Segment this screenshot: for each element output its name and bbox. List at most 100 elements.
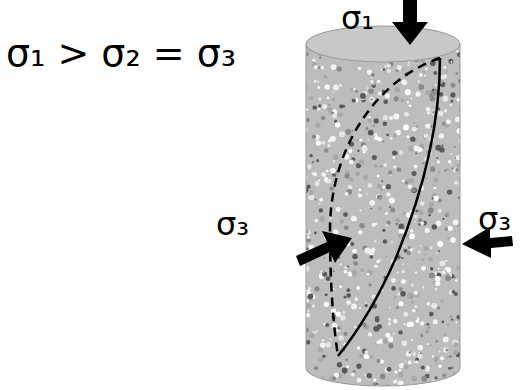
grain-speck — [386, 333, 391, 338]
grain-speck — [322, 271, 325, 274]
grain-speck — [459, 139, 463, 143]
grain-speck — [445, 260, 447, 262]
grain-speck — [462, 177, 467, 182]
grain-speck — [374, 264, 378, 268]
grain-speck — [427, 302, 431, 306]
grain-speck — [456, 32, 461, 37]
grain-speck — [450, 104, 452, 106]
grain-speck — [450, 26, 456, 32]
grain-speck — [364, 350, 368, 354]
grain-speck — [315, 219, 318, 222]
grain-speck — [299, 360, 302, 363]
grain-speck — [306, 304, 311, 309]
grain-speck — [422, 286, 424, 288]
grain-speck — [455, 72, 458, 75]
grain-speck — [432, 87, 434, 89]
grain-speck — [387, 69, 391, 73]
grain-speck — [448, 383, 452, 387]
grain-speck — [402, 341, 408, 347]
fracture-back — [330, 58, 440, 356]
grain-speck — [314, 25, 317, 28]
grain-speck — [437, 306, 440, 309]
grain-speck — [421, 365, 425, 369]
grain-speck — [398, 224, 404, 230]
grain-speck — [339, 84, 342, 87]
grain-speck — [310, 23, 314, 27]
grain-speck — [356, 286, 360, 290]
grain-speck — [358, 193, 363, 198]
grain-speck — [400, 291, 406, 297]
grain-speck — [401, 279, 406, 284]
grain-speck — [393, 319, 397, 323]
grain-speck — [337, 114, 340, 117]
grain-speck — [402, 263, 404, 265]
grain-speck — [404, 245, 406, 247]
grain-speck — [309, 333, 315, 339]
grain-speck — [455, 279, 457, 281]
grain-speck — [433, 184, 435, 186]
grain-speck — [401, 79, 407, 85]
grain-speck — [408, 246, 411, 249]
grain-speck — [447, 189, 452, 194]
grain-speck — [301, 146, 303, 148]
grain-speck — [432, 89, 434, 91]
grain-speck — [302, 37, 306, 41]
grain-speck — [407, 293, 412, 298]
grain-speck — [462, 227, 466, 231]
grain-speck — [383, 115, 388, 120]
grain-speck — [407, 101, 409, 103]
sigma1-arrow — [392, 0, 428, 45]
grain-speck — [438, 268, 440, 270]
grain-speck — [339, 219, 344, 224]
grain-speck — [315, 381, 319, 385]
grain-speck — [461, 97, 464, 100]
grain-speck — [306, 313, 310, 317]
grain-speck — [309, 96, 313, 100]
grain-speck — [344, 373, 346, 375]
grain-speck — [366, 253, 368, 255]
grain-speck — [388, 170, 392, 174]
grain-speck — [368, 130, 374, 136]
granite-texture — [298, 23, 466, 390]
grain-speck — [407, 251, 411, 255]
grain-speck — [404, 361, 406, 363]
grain-speck — [377, 175, 380, 178]
grain-speck — [454, 276, 456, 278]
grain-speck — [438, 199, 442, 203]
grain-speck — [411, 188, 417, 194]
grain-speck — [358, 230, 362, 234]
grain-speck — [359, 138, 362, 141]
grain-speck — [418, 209, 422, 213]
grain-speck — [435, 276, 440, 281]
grain-speck — [396, 223, 398, 225]
grain-speck — [367, 273, 370, 276]
grain-speck — [380, 374, 386, 380]
grain-speck — [324, 302, 329, 307]
grain-speck — [462, 317, 464, 319]
grain-speck — [360, 93, 366, 99]
grain-speck — [327, 144, 330, 147]
grain-speck — [388, 322, 392, 326]
grain-speck — [332, 270, 335, 273]
grain-speck — [408, 361, 412, 365]
grain-speck — [425, 329, 430, 334]
grain-speck — [358, 67, 361, 70]
grain-speck — [388, 318, 391, 321]
grain-speck — [377, 359, 381, 363]
grain-speck — [343, 332, 347, 336]
grain-speck — [377, 324, 382, 329]
grain-speck — [389, 197, 395, 203]
grain-speck — [377, 80, 380, 83]
grain-speck — [446, 349, 449, 352]
grain-speck — [301, 143, 305, 147]
grain-speck — [457, 163, 461, 167]
grain-speck — [429, 365, 431, 367]
grain-speck — [450, 163, 452, 165]
grain-speck — [369, 255, 373, 259]
grain-speck — [445, 275, 451, 281]
grain-speck — [315, 330, 318, 333]
grain-speck — [420, 334, 423, 337]
grain-speck — [367, 139, 369, 141]
grain-speck — [301, 103, 303, 105]
grain-speck — [306, 299, 309, 302]
